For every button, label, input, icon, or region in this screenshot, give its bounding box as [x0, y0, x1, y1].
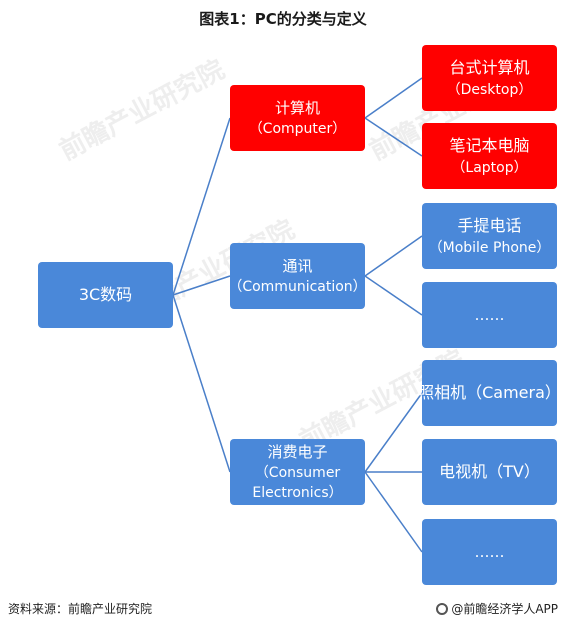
node-laptop: 笔记本电脑 （Laptop） — [422, 123, 557, 189]
node-camera-label: 照相机（Camera） — [418, 383, 561, 402]
node-consumer-electronics: 消费电子 （Consumer Electronics） — [230, 439, 365, 505]
node-consumer-sub: （Consumer — [254, 464, 341, 481]
connector-consumer-camera — [364, 392, 423, 473]
connector-computer-desktop — [364, 77, 423, 119]
node-mobile-phone: 手提电话 （Mobile Phone） — [422, 203, 557, 269]
source-note: 资料来源：前瞻产业研究院 — [8, 602, 153, 616]
node-camera: 照相机（Camera） — [418, 360, 561, 426]
connector-root-computer — [172, 117, 231, 296]
connector-communication-more — [364, 275, 423, 316]
connector-communication-mobile — [364, 235, 423, 277]
node-root: 3C数码 — [38, 262, 173, 328]
node-computer-sub: （Computer） — [248, 120, 347, 137]
node-mobile-sub: （Mobile Phone） — [428, 240, 551, 256]
node-consumer-more: …… — [422, 519, 557, 585]
node-consumer-sub2: Electronics） — [252, 484, 343, 501]
node-computer-label: 计算机 — [274, 98, 320, 117]
node-communication-more-label: …… — [474, 305, 505, 324]
connector-consumer-more — [364, 471, 423, 553]
diagram-title: 图表1：PC的分类与定义 — [199, 10, 367, 28]
brand-logo-icon — [436, 602, 449, 615]
node-tv: 电视机（TV） — [422, 439, 557, 505]
node-desktop: 台式计算机 （Desktop） — [422, 45, 557, 111]
node-root-label: 3C数码 — [78, 285, 133, 304]
node-communication-sub: （Communication） — [228, 278, 367, 295]
node-computer: 计算机 （Computer） — [230, 85, 365, 151]
node-mobile-label: 手提电话 — [457, 216, 522, 235]
node-consumer-more-label: …… — [474, 542, 505, 561]
node-communication-label: 通讯 — [282, 256, 313, 275]
brand-credit: @前瞻经济学人APP — [436, 600, 558, 617]
connector-computer-laptop — [364, 117, 423, 157]
node-communication-more: …… — [422, 282, 557, 348]
connector-root-communication — [172, 275, 231, 296]
node-desktop-sub: （Desktop） — [446, 82, 533, 98]
node-tv-label: 电视机（TV） — [439, 462, 540, 481]
node-communication: 通讯 （Communication） — [228, 243, 367, 309]
connector-root-consumer — [172, 294, 231, 473]
node-consumer-label: 消费电子 — [267, 442, 328, 461]
node-desktop-label: 台式计算机 — [449, 58, 530, 77]
brand-credit-label: @前瞻经济学人APP — [451, 602, 558, 616]
node-laptop-sub: （Laptop） — [451, 160, 528, 176]
node-laptop-label: 笔记本电脑 — [449, 136, 530, 155]
